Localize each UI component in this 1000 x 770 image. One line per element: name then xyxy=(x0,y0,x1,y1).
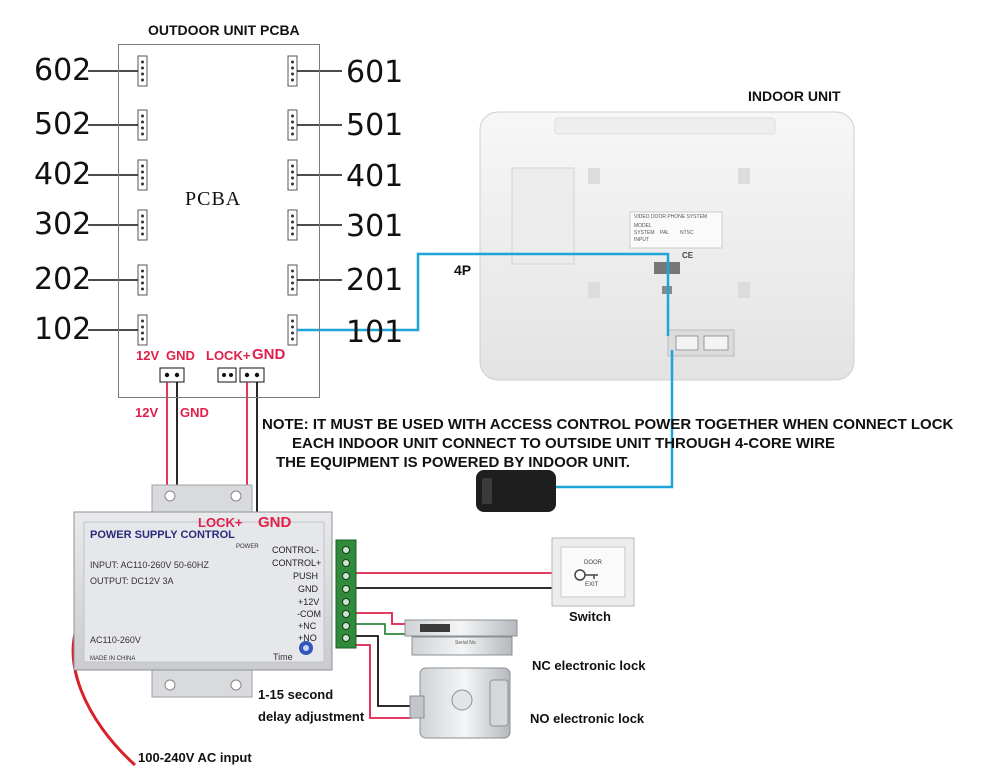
four-core-wire xyxy=(297,252,670,336)
pcba-label: PCBA xyxy=(185,188,242,210)
terminal-com: -COM xyxy=(297,609,321,619)
nc-lock-label: NC electronic lock xyxy=(532,658,646,673)
sticker-title: VIDEO DOOR PHONE SYSTEM xyxy=(634,214,708,220)
nc-lock-wire-green xyxy=(355,623,412,635)
pin-label-lock: LOCK+ xyxy=(206,348,251,363)
switch-door-text: DOOR xyxy=(584,560,602,566)
port-102: 102 xyxy=(34,312,92,347)
outdoor-pcba-board xyxy=(118,44,320,398)
port-501: 501 xyxy=(346,108,404,143)
ps-input: INPUT: AC110-260V 50-60HZ xyxy=(90,560,209,570)
wire-label-gnd: GND xyxy=(180,405,209,420)
sticker-input: INPUT xyxy=(634,237,649,243)
ps-title: POWER SUPPLY CONTROL xyxy=(90,529,235,541)
switch-label: Switch xyxy=(569,609,611,624)
outdoor-unit-title: OUTDOOR UNIT PCBA xyxy=(148,22,300,38)
terminal-control-plus: CONTROL+ xyxy=(272,558,322,568)
port-402: 402 xyxy=(34,157,92,192)
sticker-system: SYSTEM xyxy=(634,230,655,236)
power-adapter xyxy=(476,470,556,512)
note-line-2: EACH INDOOR UNIT CONNECT TO OUTSIDE UNIT… xyxy=(292,435,836,452)
port-302: 302 xyxy=(34,207,92,242)
adapter-cable xyxy=(555,350,674,489)
nc-lock-wire-red xyxy=(355,612,412,625)
delay-line-1: 1-15 second xyxy=(258,687,334,702)
terminal-nc: +NC xyxy=(298,621,317,631)
terminal-gnd: GND xyxy=(298,584,318,594)
wire-label-12v: 12V xyxy=(135,405,159,420)
port-601: 601 xyxy=(346,55,404,90)
no-lock-wire-red xyxy=(355,644,412,719)
switch-exit-text: EXIT xyxy=(585,582,599,588)
port-401: 401 xyxy=(346,159,404,194)
port-leader-lines xyxy=(88,70,342,331)
sticker-ntsc: NTSC xyxy=(680,230,694,236)
terminal-12v: +12V xyxy=(298,597,320,607)
note-line-1: NOTE: IT MUST BE USED WITH ACCESS CONTRO… xyxy=(262,416,954,433)
pin-label-gnd: GND xyxy=(166,348,195,363)
terminal-control-minus: CONTROL- xyxy=(272,545,319,555)
port-101: 101 xyxy=(346,315,404,350)
port-202: 202 xyxy=(34,262,92,297)
ps-ac: AC110-260V xyxy=(90,635,141,645)
terminal-push: PUSH xyxy=(293,571,319,581)
port-502: 502 xyxy=(34,107,92,142)
terminal-no: +NO xyxy=(298,633,317,643)
sticker-model: MODEL xyxy=(634,223,652,229)
ps-output: OUTPUT: DC12V 3A xyxy=(90,576,174,586)
indoor-unit-title: INDOOR UNIT xyxy=(748,88,841,104)
ps-lock-label: LOCK+ xyxy=(198,515,243,530)
port-201: 201 xyxy=(346,263,404,298)
ac-input-label: 100-240V AC input xyxy=(138,750,252,765)
no-lock-wire-black xyxy=(355,635,412,707)
power-supply-box xyxy=(73,484,357,698)
indoor-unit-monitor xyxy=(479,111,855,381)
pin-label-gnd-lock: GND xyxy=(252,346,286,363)
ps-time: Time xyxy=(273,652,293,662)
pcba-power-terminals xyxy=(159,367,265,383)
pcba-connector-pins xyxy=(141,60,294,341)
no-lock-label: NO electronic lock xyxy=(530,711,645,726)
sticker-ce: CE xyxy=(682,251,694,260)
nc-magnetic-lock xyxy=(404,619,518,656)
pin-label-12v: 12V xyxy=(136,348,160,363)
nc-lock-marking: Serial No. xyxy=(455,640,477,646)
ps-power-led-label: POWER xyxy=(236,544,259,550)
wire-label-4p: 4P xyxy=(454,262,472,278)
no-electric-lock xyxy=(409,667,511,739)
delay-line-2: delay adjustment xyxy=(258,709,365,724)
note-line-3: THE EQUIPMENT IS POWERED BY INDOOR UNIT. xyxy=(276,454,630,471)
port-602: 602 xyxy=(34,53,92,88)
ps-made: MADE IN CHINA xyxy=(90,656,136,662)
sticker-pal: PAL xyxy=(660,230,670,236)
exit-switch xyxy=(551,537,635,607)
port-301: 301 xyxy=(346,209,404,244)
ps-gnd-label: GND xyxy=(258,514,292,531)
